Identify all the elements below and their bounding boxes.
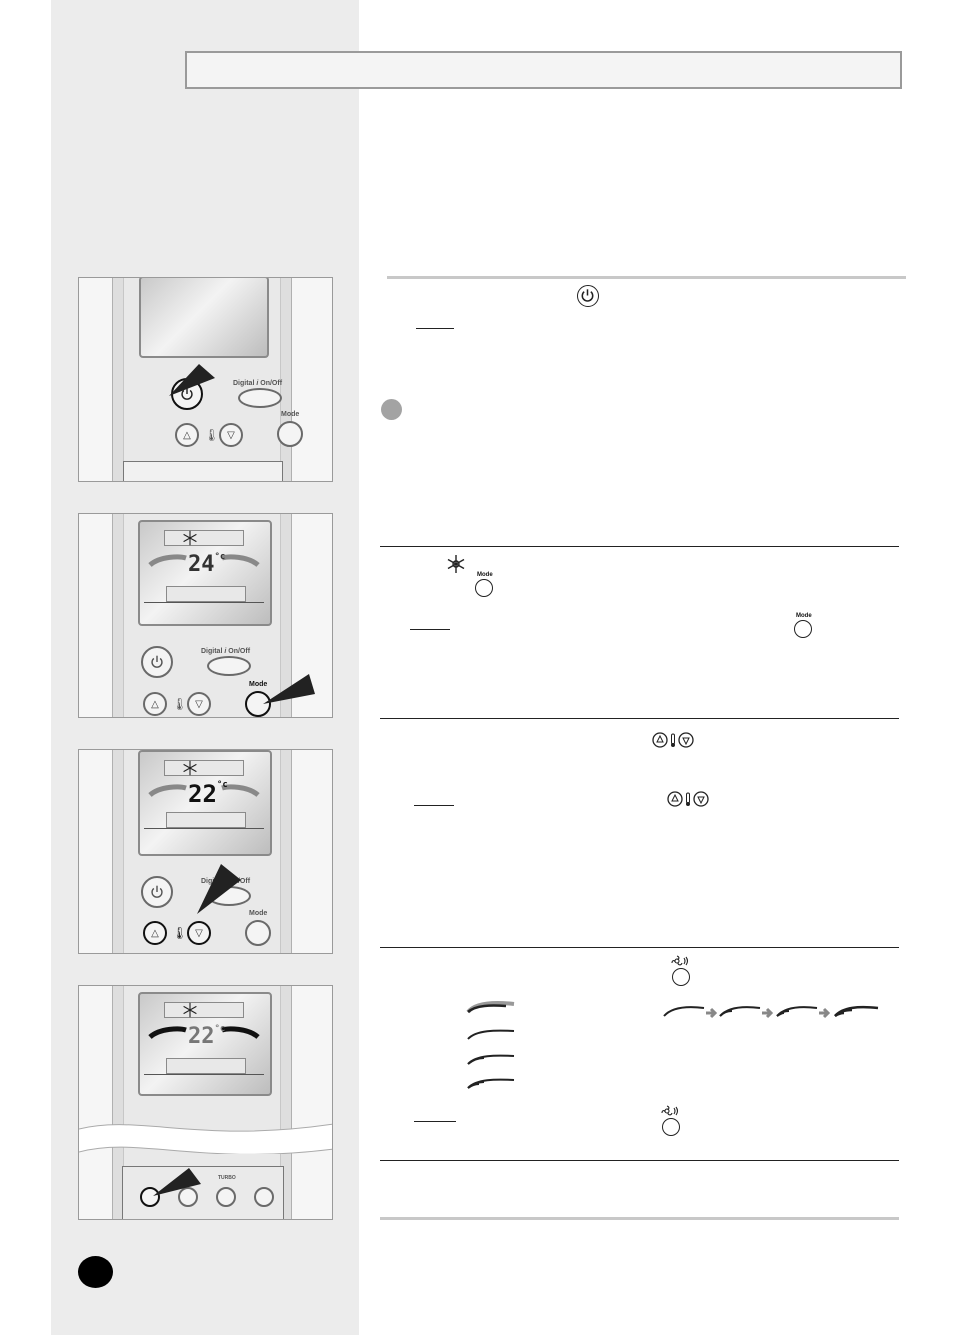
mode-button[interactable] bbox=[245, 691, 271, 717]
section-rule-top bbox=[387, 276, 906, 279]
section-rule-bottom bbox=[380, 1217, 899, 1220]
lcd-display: 22°c bbox=[138, 750, 272, 856]
temp-up-button[interactable]: △ bbox=[143, 692, 167, 716]
digital-onoff-button[interactable] bbox=[238, 388, 282, 408]
illustration-fan-speed: 22°c TURBO bbox=[78, 985, 333, 1220]
bullet-dot bbox=[381, 399, 402, 420]
mode-button-icon: Mode bbox=[793, 613, 815, 639]
fan-speed-medium-icon bbox=[467, 1054, 515, 1065]
sleep-button[interactable] bbox=[254, 1187, 274, 1207]
fan-speed-button[interactable] bbox=[140, 1187, 160, 1207]
lcd-display bbox=[139, 278, 269, 358]
thermometer-icon: 🌡 bbox=[172, 697, 188, 711]
pointer-arrow bbox=[169, 364, 215, 396]
mode-button[interactable] bbox=[245, 920, 271, 946]
lcd-display: 24°c bbox=[138, 520, 272, 626]
thermometer-icon: 🌡 bbox=[172, 926, 188, 940]
note-underline bbox=[414, 1121, 456, 1122]
power-icon bbox=[577, 285, 599, 307]
temp-up-button[interactable]: △ bbox=[143, 921, 167, 945]
mode-button-icon: Mode bbox=[474, 572, 496, 598]
note-underline bbox=[416, 328, 454, 329]
pointer-arrow bbox=[153, 1168, 201, 1196]
snowflake-icon bbox=[446, 554, 466, 579]
bottom-button-panel: TURBO bbox=[122, 1166, 284, 1219]
temp-down-button[interactable]: ▽ bbox=[187, 692, 211, 716]
temp-up-button[interactable]: △ bbox=[175, 423, 199, 447]
temp-down-button[interactable]: ▽ bbox=[187, 921, 211, 945]
section-rule bbox=[380, 546, 899, 547]
fan-speed-button-icon bbox=[660, 1105, 682, 1136]
power-button[interactable] bbox=[141, 876, 173, 908]
mode-button[interactable] bbox=[277, 421, 303, 447]
illustration-power: Digital i On/Off Mode △ 🌡 ▽ bbox=[78, 277, 333, 482]
pointer-arrow bbox=[263, 674, 315, 704]
fan-speed-auto-icon bbox=[466, 1001, 515, 1014]
fan-speed-button-icon bbox=[670, 955, 692, 986]
air-swing-button[interactable] bbox=[178, 1187, 198, 1207]
section-rule bbox=[380, 1160, 899, 1161]
fan-speed-low-icon bbox=[467, 1029, 515, 1040]
bottom-button-row bbox=[123, 461, 283, 481]
temp-buttons-icon bbox=[667, 790, 709, 813]
lcd-display: 22°c bbox=[138, 992, 272, 1096]
section-rule bbox=[380, 718, 899, 719]
turbo-button[interactable] bbox=[216, 1187, 236, 1207]
page-number-badge bbox=[78, 1256, 113, 1288]
fan-speed-sequence bbox=[663, 1005, 879, 1019]
digital-onoff-button[interactable] bbox=[207, 656, 251, 676]
illustration-mode: 24°c Digital i On/Off Mode △ 🌡 ▽ bbox=[78, 513, 333, 718]
page-title-box bbox=[185, 51, 902, 89]
pointer-arrow bbox=[197, 864, 241, 914]
section-rule bbox=[380, 947, 899, 948]
power-button[interactable] bbox=[141, 646, 173, 678]
fan-speed-high-icon bbox=[467, 1078, 515, 1089]
note-underline bbox=[410, 629, 450, 630]
temp-buttons-icon bbox=[652, 731, 694, 754]
thermometer-icon: 🌡 bbox=[204, 428, 220, 442]
temp-down-button[interactable]: ▽ bbox=[219, 423, 243, 447]
cutaway-break bbox=[79, 1123, 332, 1154]
note-underline bbox=[414, 805, 454, 806]
illustration-temperature: 22°c Digital i On/Off Mode △ 🌡 ▽ bbox=[78, 749, 333, 954]
